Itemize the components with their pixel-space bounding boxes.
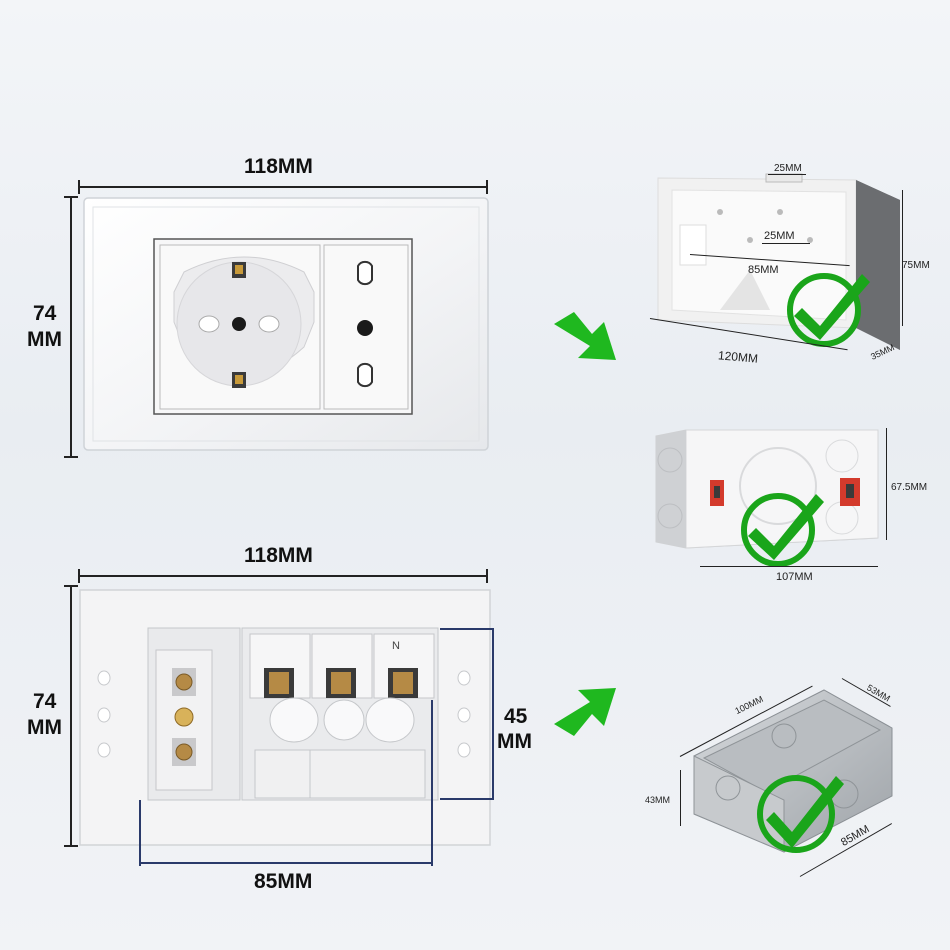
grey-height: 75MM xyxy=(902,260,930,271)
bottom-width-label: 118MM xyxy=(244,544,313,567)
top-height-tick-bottom xyxy=(64,456,78,458)
bottom-height-tick-top xyxy=(64,585,78,587)
bottom-height-label-1: 74 xyxy=(33,690,57,713)
check-icon-white-box xyxy=(741,493,824,567)
bottom-height-line xyxy=(70,585,72,847)
depth-label-2: MM xyxy=(497,730,532,753)
schuko-outlet xyxy=(173,256,315,388)
grey-inner-width: 25MM xyxy=(764,230,795,242)
arrow-icon-bottom xyxy=(554,688,616,736)
inner-width-tick-right xyxy=(431,700,433,866)
check-icon-grey-box xyxy=(787,273,870,347)
grey-top-width-line xyxy=(768,174,806,175)
white-length-line xyxy=(700,566,878,567)
white-height-line xyxy=(886,428,887,540)
bottom-height-tick-bottom xyxy=(64,845,78,847)
metal-height-line xyxy=(680,770,681,826)
terminal-n-label: N xyxy=(392,640,400,652)
check-icon-metal-box xyxy=(757,775,844,853)
inner-width-label: 85MM xyxy=(254,870,313,893)
bottom-width-tick-right xyxy=(486,569,488,583)
italian-outlet xyxy=(357,260,373,388)
top-width-tick-right xyxy=(486,180,488,194)
bottom-height-label-2: MM xyxy=(27,716,62,739)
top-height-label-2: MM xyxy=(27,328,62,351)
arrow-icon-top xyxy=(554,312,616,360)
depth-tick-top xyxy=(440,628,494,630)
grey-inner-width-line xyxy=(762,243,810,244)
bottom-socket-back xyxy=(79,589,491,846)
inner-width-line xyxy=(140,862,432,864)
grey-top-width: 25MM xyxy=(774,163,802,174)
top-height-tick-top xyxy=(64,196,78,198)
depth-label-1: 45 xyxy=(504,705,528,728)
white-length: 107MM xyxy=(776,571,813,583)
depth-line xyxy=(492,628,494,800)
top-width-label: 118MM xyxy=(244,155,313,178)
top-width-line xyxy=(78,186,488,188)
top-height-line xyxy=(70,196,72,458)
inner-width-tick-left xyxy=(139,800,141,866)
bottom-width-line xyxy=(78,575,488,577)
bottom-width-tick-left xyxy=(78,569,80,583)
metal-height: 43MM xyxy=(645,795,671,805)
white-box-image xyxy=(655,429,879,549)
top-width-tick-left xyxy=(78,180,80,194)
top-height-label-1: 74 xyxy=(33,302,57,325)
grey-height-line xyxy=(902,190,903,326)
grey-inner-span: 85MM xyxy=(748,264,779,276)
white-height: 67.5MM xyxy=(891,482,928,493)
depth-tick-bottom xyxy=(440,798,494,800)
